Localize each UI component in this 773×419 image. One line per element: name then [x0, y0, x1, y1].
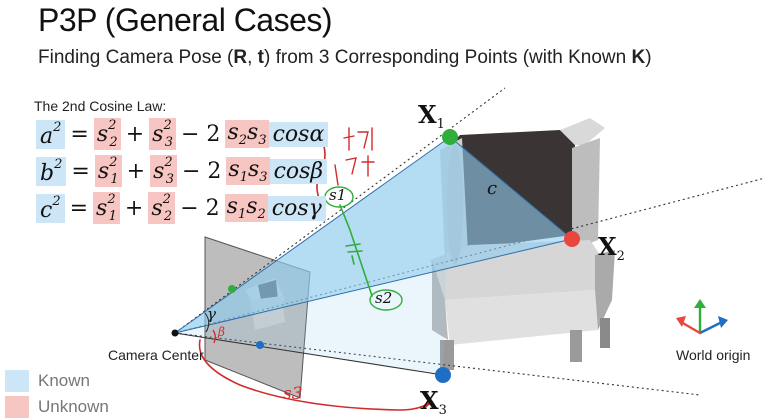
gamma-label: γ: [207, 305, 216, 323]
eq-term-first: s22: [93, 118, 121, 150]
eq-lhs: c2: [36, 193, 65, 223]
eq-product: s1s3: [226, 157, 270, 185]
edge-c-label: c: [487, 178, 498, 199]
image-point-3: [256, 341, 264, 349]
label-x2: X2: [598, 232, 625, 264]
equation-row-b: b2 = s21 + s23 − 2 s1s3 cosβ: [36, 155, 328, 187]
s2-label: s2: [375, 289, 393, 307]
label-x1: X1: [418, 100, 445, 132]
gamma-arc: [204, 312, 210, 333]
eq-cos: cosγ: [267, 195, 326, 221]
ray-edges: [174, 136, 573, 334]
eq-cos: cosβ: [269, 158, 328, 184]
eq-term-first: s21: [93, 192, 120, 224]
legend-known-swatch: [5, 370, 29, 392]
point-x1: [442, 129, 458, 145]
ray-triangle: [175, 137, 572, 333]
camera-center-dot: [171, 329, 179, 337]
point-x2: [564, 231, 580, 247]
page-title: P3P (General Cases): [38, 2, 333, 38]
eq-cos: cosα: [268, 121, 329, 147]
ray-to-x3: [174, 332, 444, 376]
ray-plane-lower: [175, 137, 450, 375]
camera-center-label: Camera Center: [108, 347, 204, 363]
cosine-law-heading: The 2nd Cosine Law:: [34, 98, 167, 114]
legend-unknown-swatch: [5, 396, 29, 418]
eq-term-second: s23: [150, 155, 177, 187]
world-origin-label: World origin: [676, 347, 751, 363]
legend-known-label: Known: [38, 371, 90, 390]
eq-product: s2s3: [225, 120, 269, 148]
world-axes-icon: [676, 299, 728, 335]
s3-label: s3: [283, 384, 303, 404]
s1-label: s1: [329, 186, 347, 204]
equation-row-c: c2 = s21 + s22 − 2 s1s2 cosγ: [36, 192, 326, 224]
equation-row-a: a2 = s22 + s23 − 2 s2s3 cosα: [36, 118, 329, 150]
eq-product: s1s2: [224, 194, 268, 222]
beta-arc: [212, 329, 216, 344]
point-x3: [435, 367, 451, 383]
beta-label: β: [218, 325, 225, 339]
label-x3: X3: [420, 386, 447, 418]
page-subtitle: Finding Camera Pose (R, t) from 3 Corres…: [38, 47, 652, 68]
eq-term-first: s21: [94, 155, 122, 187]
eq-term-second: s22: [148, 192, 176, 224]
eq-lhs: a2: [36, 119, 66, 149]
image-point-1: [228, 285, 236, 293]
eq-term-second: s23: [149, 118, 176, 150]
eq-lhs: b2: [36, 156, 67, 186]
legend-unknown-label: Unknown: [38, 397, 109, 416]
